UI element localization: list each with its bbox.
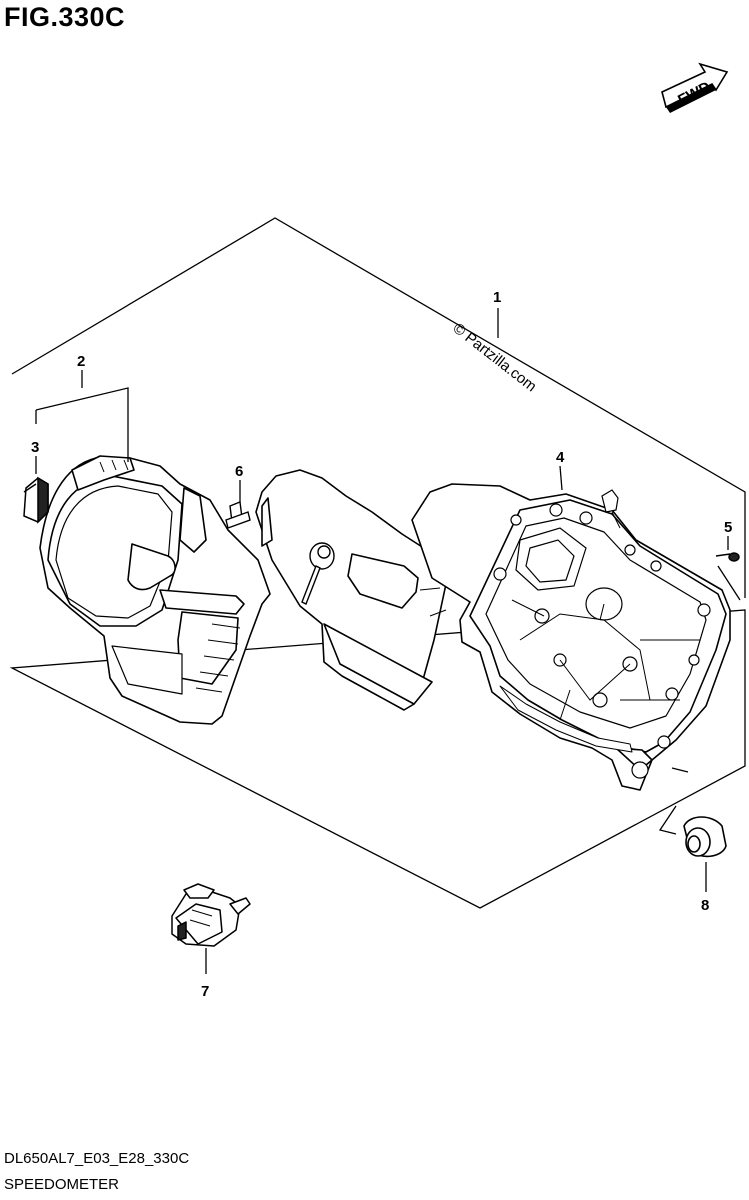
callouts: 1 2 3 4 5 6 7 8 [31,289,732,1000]
meter-case-part [411,483,731,791]
meter-cover-part [39,455,271,725]
screw-part-6 [225,501,251,529]
callout-2: 2 [77,353,85,370]
figure-name: SPEEDOMETER [4,1176,120,1193]
callout-1: 1 [493,289,501,306]
leader-lines [35,308,729,974]
callout-5: 5 [724,519,732,536]
callout-6: 6 [235,463,243,480]
switch-button-part [23,476,49,524]
figure-title: FIG.330C [4,2,126,32]
dial-panel-part [255,469,447,711]
screw-part-5 [715,552,740,562]
callout-7: 7 [201,983,209,1000]
screw-5-leader-dash [717,565,741,601]
grommet-part [683,816,727,858]
gauge-needle-hub [301,542,335,605]
assembly-boundary-outline [9,217,746,909]
watermark-text: © Partzilla.com [450,320,540,396]
callout-3: 3 [31,439,39,456]
callout-4: 4 [556,449,565,466]
callout-8: 8 [701,897,709,914]
fwd-arrow-icon: FWD [661,62,729,113]
connector-part [171,883,251,947]
figure-code: DL650AL7_E03_E28_330C [4,1150,190,1167]
grommet-bracket [658,767,689,835]
